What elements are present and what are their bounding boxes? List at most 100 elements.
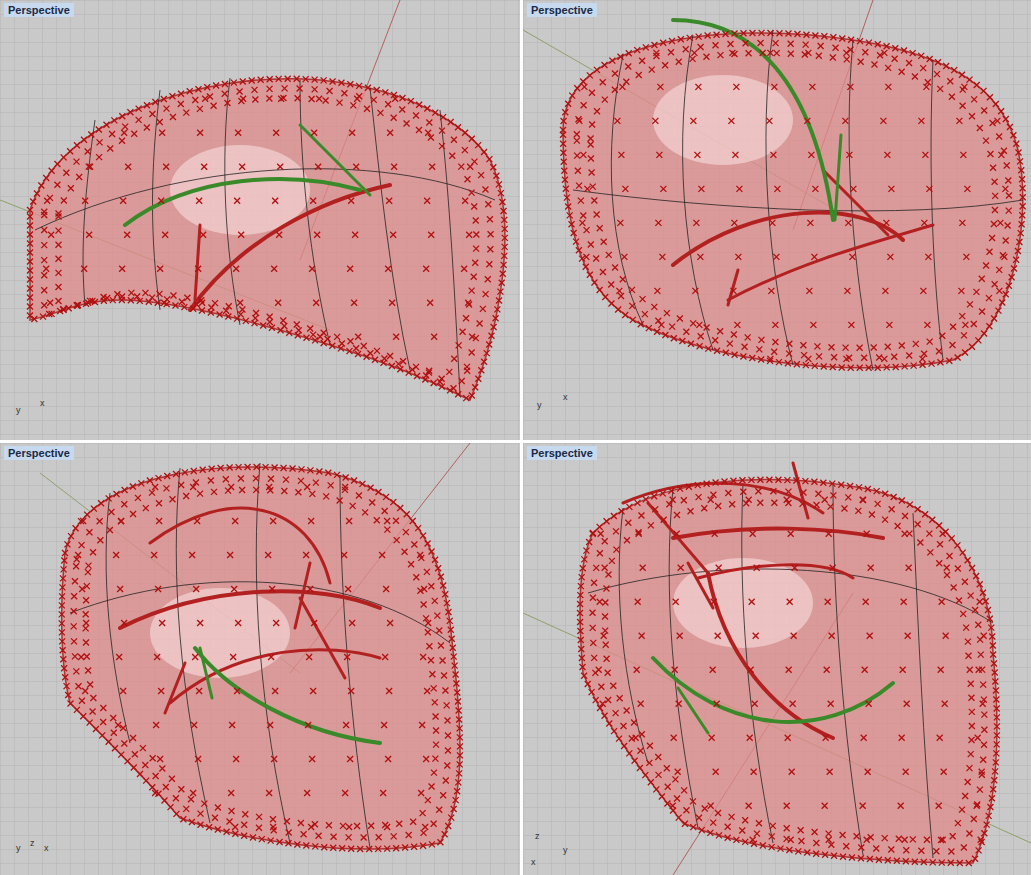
control-point (254, 464, 260, 470)
control-point (994, 741, 1000, 747)
control-point (122, 487, 128, 493)
control-point (238, 476, 244, 482)
control-point (917, 539, 923, 545)
control-point (399, 95, 405, 101)
control-point (455, 698, 461, 704)
control-point (484, 350, 490, 356)
control-point (731, 220, 737, 226)
control-point (606, 252, 612, 258)
control-point (676, 815, 682, 821)
control-point (767, 356, 773, 362)
control-point (281, 488, 287, 494)
control-point (309, 756, 315, 762)
control-point (741, 30, 747, 36)
control-point (282, 85, 288, 91)
control-point (72, 653, 78, 659)
control-point (425, 797, 431, 803)
control-point (55, 242, 61, 248)
control-point (992, 207, 998, 213)
control-point (230, 654, 236, 660)
control-point (757, 477, 763, 483)
control-point (272, 464, 278, 470)
control-point (71, 623, 77, 629)
control-point (987, 249, 993, 255)
control-point (433, 742, 439, 748)
control-point (431, 380, 437, 386)
control-point (942, 701, 948, 707)
control-point (269, 586, 275, 592)
control-point (772, 322, 778, 328)
control-point (613, 710, 619, 716)
control-point (579, 574, 585, 580)
control-point (86, 232, 92, 238)
control-point (361, 343, 367, 349)
control-point (966, 860, 972, 866)
control-point (740, 353, 746, 359)
control-point (751, 769, 757, 775)
control-point (623, 79, 629, 85)
control-point (691, 50, 697, 56)
axis-label: z (30, 838, 35, 848)
control-point (910, 50, 916, 56)
control-point (888, 186, 894, 192)
control-point (690, 824, 696, 830)
control-point (893, 364, 899, 370)
control-point (456, 770, 462, 776)
control-point (991, 661, 997, 667)
control-point (454, 788, 460, 794)
control-point (802, 478, 808, 484)
control-point (675, 769, 681, 775)
control-point (1010, 132, 1016, 138)
control-point (90, 708, 96, 714)
control-point (431, 821, 437, 827)
control-point (233, 756, 239, 762)
control-point (974, 803, 980, 809)
control-point (922, 152, 928, 158)
control-point (238, 232, 244, 238)
control-point (152, 790, 158, 796)
control-point (601, 62, 607, 68)
control-point (756, 820, 762, 826)
control-point (830, 34, 836, 40)
control-point (727, 341, 733, 347)
control-point (159, 620, 165, 626)
control-point (752, 701, 758, 707)
control-point (178, 482, 184, 488)
control-point (883, 220, 889, 226)
control-point (179, 299, 185, 305)
control-point (99, 732, 105, 738)
control-point (422, 824, 428, 830)
control-point (107, 146, 113, 152)
control-point (924, 837, 930, 843)
control-point (428, 583, 434, 589)
control-point (903, 847, 909, 853)
control-point (437, 839, 443, 845)
control-point (997, 220, 1003, 226)
control-point (100, 705, 106, 711)
control-point (826, 831, 832, 837)
control-point (348, 688, 354, 694)
control-point (860, 497, 866, 503)
control-point (742, 817, 748, 823)
control-point (769, 220, 775, 226)
control-point (469, 288, 475, 294)
control-point (424, 198, 430, 204)
control-point (591, 655, 597, 661)
control-point (613, 528, 619, 534)
control-point (38, 183, 44, 189)
control-point (825, 599, 831, 605)
control-point (425, 130, 431, 136)
control-point (693, 220, 699, 226)
control-point (346, 834, 352, 840)
control-point (874, 488, 880, 494)
control-point (597, 287, 603, 293)
control-point (473, 232, 479, 238)
control-point (152, 484, 158, 490)
control-point (229, 808, 235, 814)
control-point (184, 295, 190, 301)
control-point (1020, 203, 1026, 209)
control-point (253, 487, 259, 493)
control-point (959, 807, 965, 813)
control-point (583, 548, 589, 554)
control-point (79, 586, 85, 592)
